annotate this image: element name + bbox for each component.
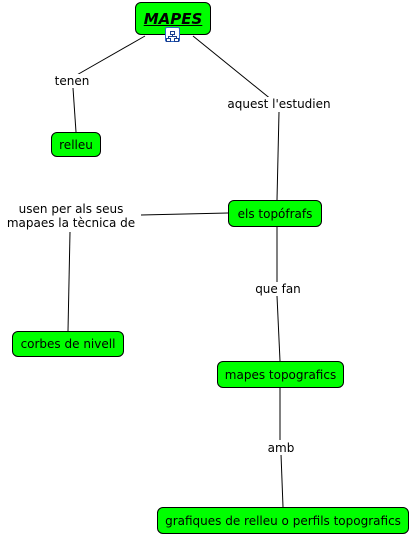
concept-corbes[interactable]: corbes de nivell — [12, 331, 124, 357]
line-quefan-mapestopo — [276, 295, 281, 362]
line-amb-grafiques — [280, 453, 284, 508]
link-label-que-fan[interactable]: que fan — [253, 282, 303, 296]
link-label-tecnica-line2: mapaes la tècnica de — [6, 216, 136, 230]
concept-grafiques[interactable]: grafiques de relleu o perfils topografic… — [157, 507, 409, 534]
line-tenen-relleu — [72, 87, 77, 133]
link-label-estudien[interactable]: aquest l'estudien — [226, 97, 332, 111]
line-topografs-tecnica — [140, 212, 229, 216]
concept-relleu[interactable]: relleu — [51, 132, 101, 157]
link-label-amb[interactable]: amb — [266, 441, 296, 455]
submap-icon[interactable] — [165, 27, 180, 42]
line-tecnica-corbes — [67, 231, 71, 332]
line-mapes-tenen — [74, 35, 146, 77]
concept-topografs[interactable]: els topófrafs — [228, 200, 322, 227]
link-label-tecnica-line1: usen per als seus — [18, 202, 124, 216]
link-label-tecnica[interactable]: usen per als seus mapaes la tècnica de — [2, 202, 140, 230]
link-label-tenen[interactable]: tenen — [52, 74, 92, 88]
line-estudien-topografs — [276, 111, 280, 201]
line-mapes-estudien — [192, 35, 273, 101]
concept-mapes-topografics[interactable]: mapes topografics — [217, 361, 344, 388]
submap-glyph — [166, 31, 179, 42]
